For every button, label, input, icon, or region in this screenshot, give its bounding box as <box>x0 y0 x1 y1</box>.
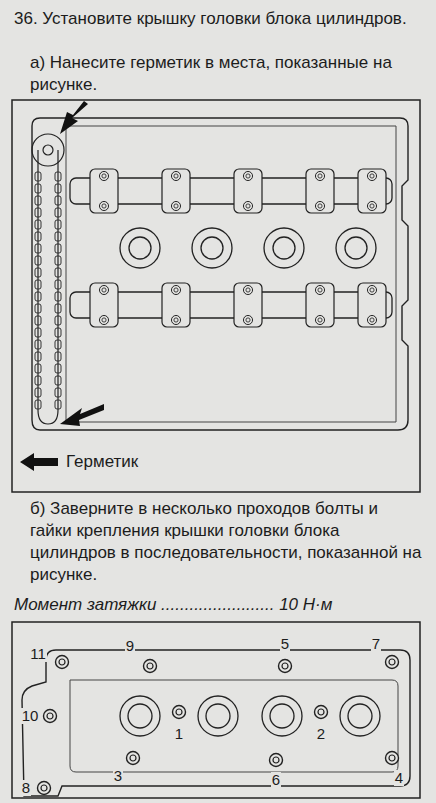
callout-number: 3 <box>113 768 123 784</box>
callout-number: 8 <box>21 780 31 796</box>
callout-number: 2 <box>316 726 326 742</box>
instruction-text: б) Заверните в несколько проходов болты … <box>30 498 424 586</box>
callout-number: 5 <box>280 636 290 652</box>
legend-arrow <box>20 453 58 471</box>
step-heading: 36. Установите крышку головки блока цили… <box>14 8 422 30</box>
callout-number: 6 <box>271 772 281 788</box>
callout-number: 1 <box>174 726 184 742</box>
callout-number: 7 <box>371 636 381 652</box>
callout-number: 10 <box>21 708 40 724</box>
instruction-text: а) Нанесите герметик в места, показанные… <box>30 52 422 96</box>
torque-spec: Момент затяжки ........................ … <box>14 594 424 616</box>
callout-number: 4 <box>394 770 404 786</box>
callout-number: 11 <box>29 646 47 662</box>
callout-number: 9 <box>125 638 135 654</box>
legend-text: Герметик <box>66 451 138 473</box>
